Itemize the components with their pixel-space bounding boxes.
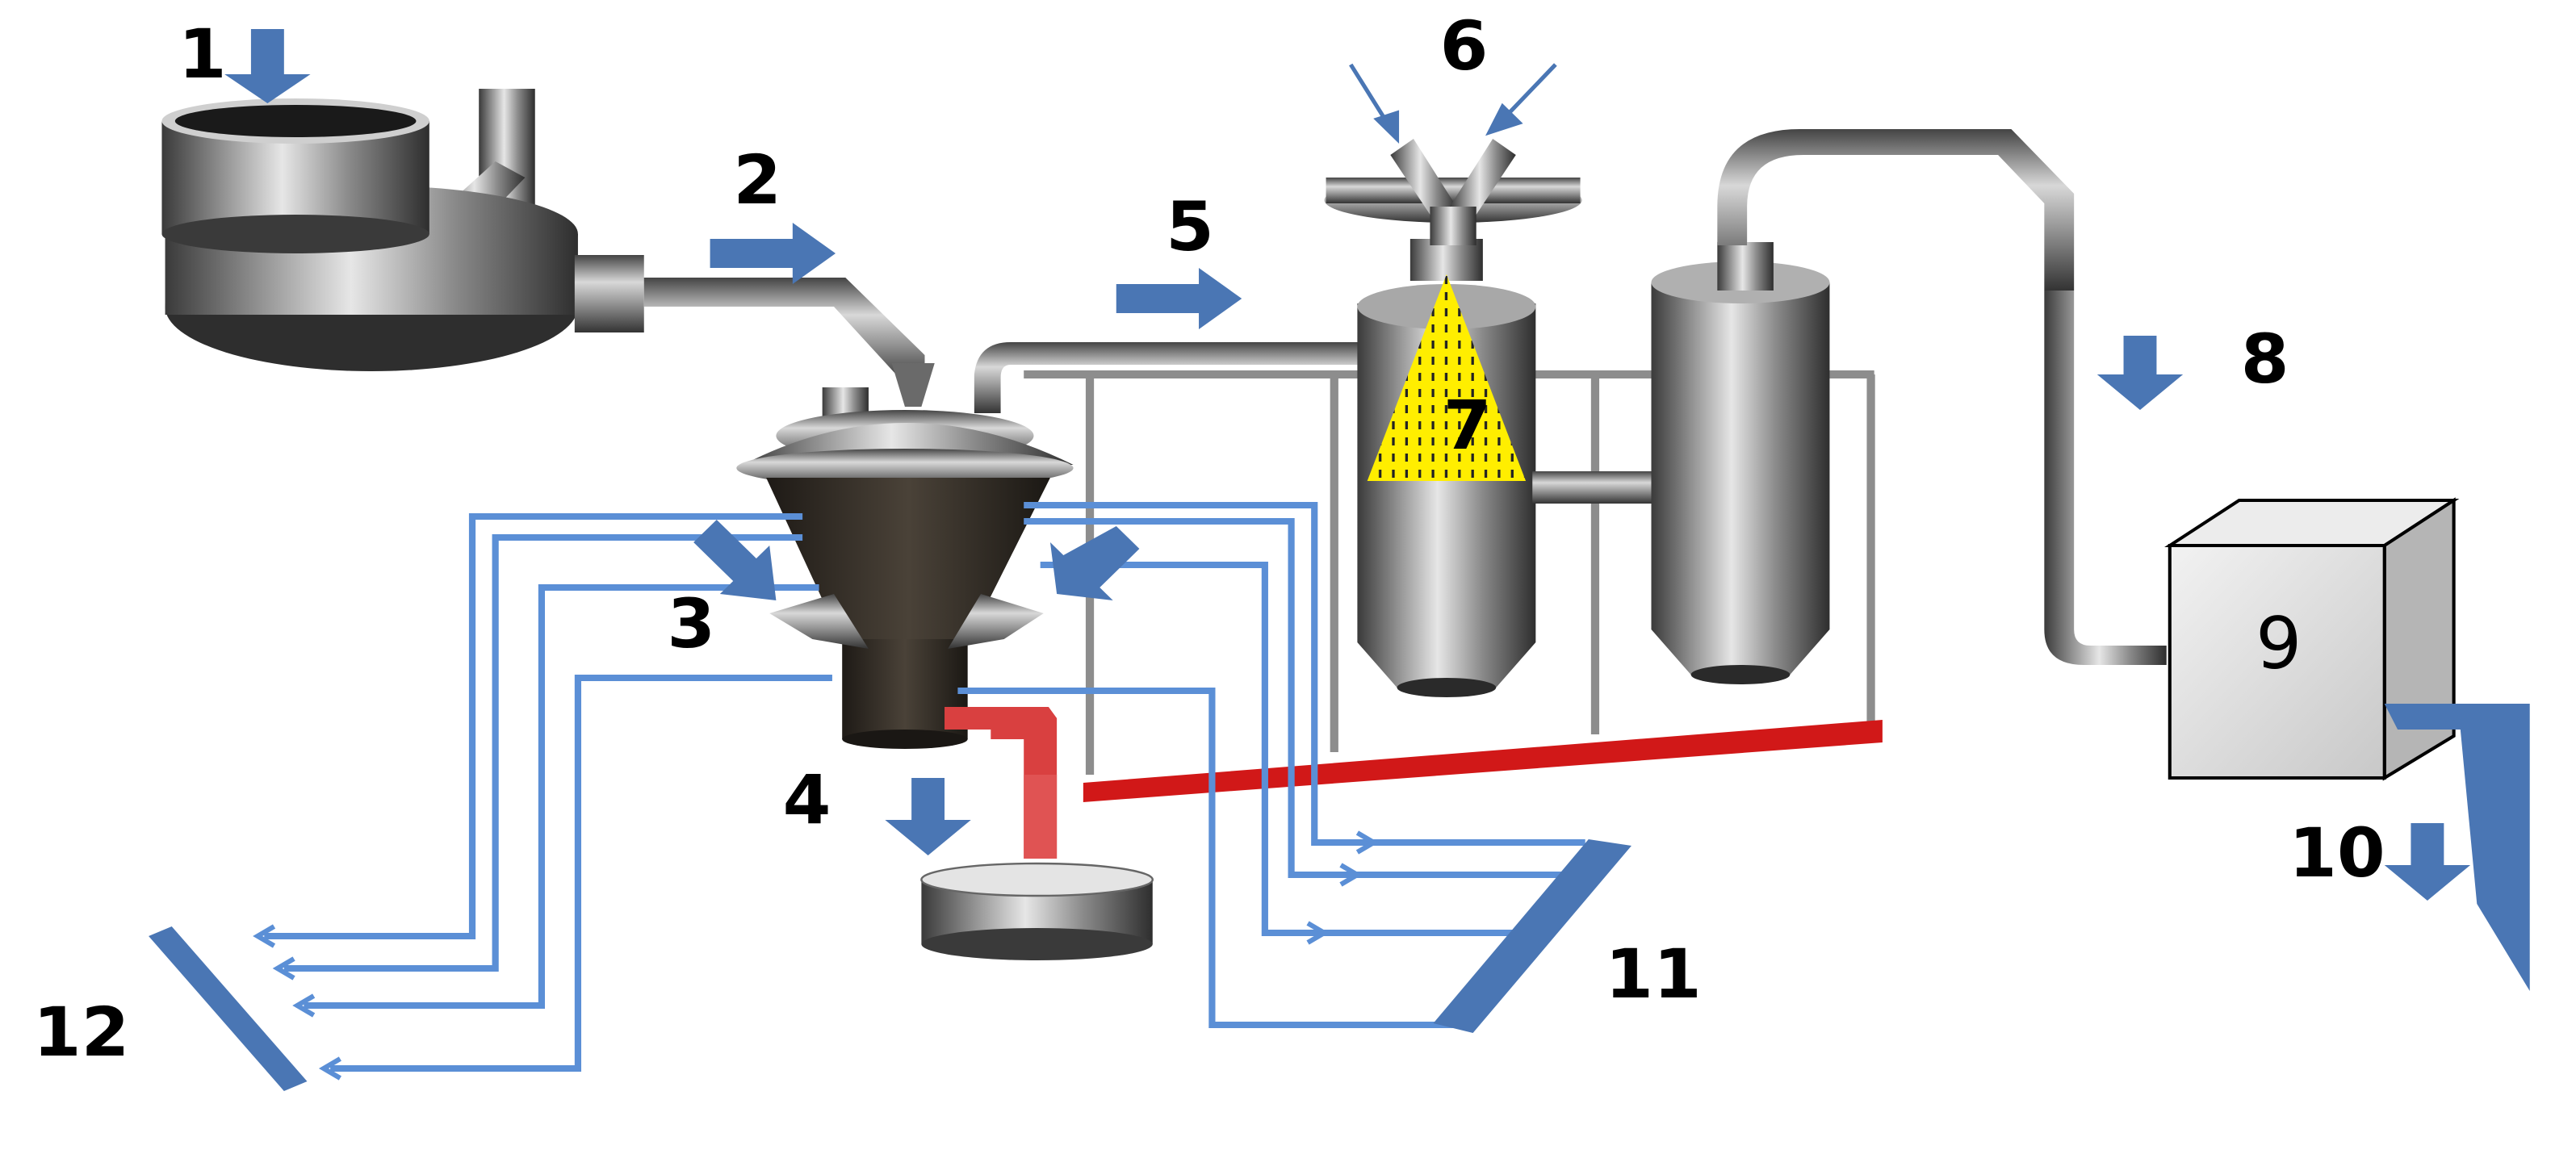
label-10: 10 (2289, 814, 2385, 893)
label-2: 2 (733, 141, 781, 220)
right-manifold-bar (1433, 839, 1631, 1033)
flow-arrows (224, 29, 2471, 901)
red-outlet-chute (945, 707, 1058, 859)
cooling-lines-right (957, 502, 1585, 1028)
arrow-3-left-diag (693, 520, 777, 600)
arrow-4-down (885, 778, 971, 855)
nozzle-air-arrows (1349, 63, 1557, 144)
cooling-line-arrowheads-left (253, 924, 341, 1081)
arrow-5-right (1116, 268, 1242, 329)
blower-unit (161, 89, 935, 407)
label-1: 1 (178, 15, 227, 94)
arrow-1-down (224, 29, 311, 103)
dryer-cyclone (736, 342, 1371, 749)
label-3: 3 (667, 585, 715, 664)
arrow-3-right-diag (1049, 526, 1140, 600)
label-7: 7 (1443, 387, 1492, 466)
secondary-cyclone (1532, 129, 2167, 684)
label-4: 4 (783, 761, 831, 840)
label-12: 12 (33, 993, 130, 1072)
cooling-lines-left (264, 513, 832, 1072)
arrow-8-down (2096, 336, 2184, 410)
number-labels: 1 2 3 4 5 6 7 8 9 10 11 12 (33, 7, 2385, 1072)
arrow-2-right (710, 223, 836, 284)
label-8: 8 (2241, 320, 2289, 399)
label-9: 9 (2256, 602, 2302, 685)
red-base-beam (1083, 720, 1883, 802)
arrow-10-down (2384, 823, 2471, 901)
label-11: 11 (1605, 935, 1702, 1014)
label-5: 5 (1166, 188, 1214, 267)
label-6: 6 (1440, 7, 1489, 86)
left-manifold-bar (149, 926, 308, 1091)
collector-box (2164, 497, 2530, 991)
collection-pan (920, 862, 1154, 960)
cooling-line-arrowheads-right (1306, 830, 1379, 945)
spray-cone (1367, 274, 1527, 481)
